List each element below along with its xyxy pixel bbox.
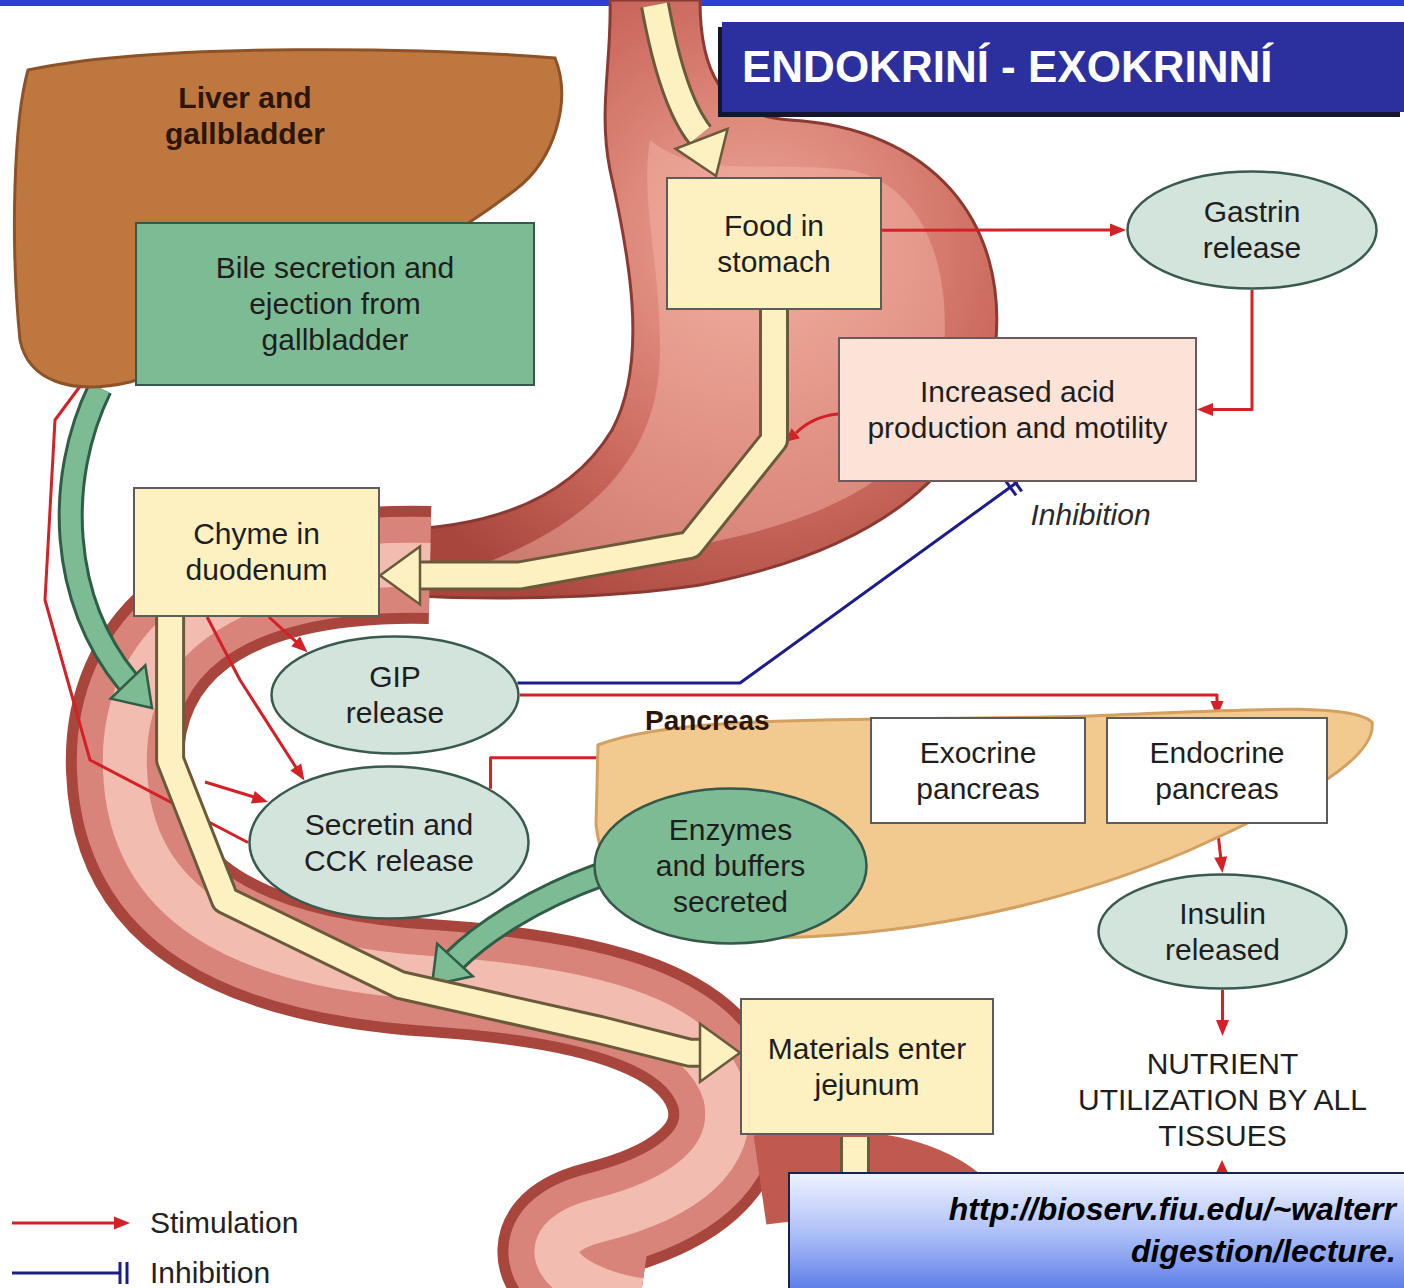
ellipse-shape bbox=[248, 765, 530, 920]
hormone-ellipse: Gastrin release bbox=[1126, 170, 1378, 290]
arrow-head bbox=[291, 637, 307, 653]
bile-flow-outline bbox=[71, 388, 128, 682]
stimulation-path bbox=[1221, 990, 1224, 1022]
legend-stimulation-head bbox=[114, 1217, 130, 1230]
ellipse-shape bbox=[1126, 170, 1378, 290]
ellipse-outline bbox=[272, 637, 519, 754]
node-text: Gastrin release bbox=[1177, 194, 1327, 266]
hormone-ellipse: GIP release bbox=[270, 635, 520, 755]
intestine-body bbox=[125, 565, 728, 1288]
legend-inhibition-line bbox=[12, 1262, 127, 1284]
esophagus-flow-arrow bbox=[655, 5, 700, 135]
legend-text: Inhibition bbox=[150, 1255, 270, 1288]
node-text: NUTRIENT UTILIZATION BY ALL TISSUES bbox=[1070, 1046, 1375, 1154]
node-text: Secretin and CCK release bbox=[289, 807, 489, 879]
stimulation-path bbox=[269, 617, 297, 643]
node-text: Bile secretion and ejection from gallbla… bbox=[211, 250, 459, 358]
esophagus-flow-outline bbox=[655, 5, 700, 135]
caption-box: http://bioserv.fiu.edu/~walterr digestio… bbox=[788, 1172, 1404, 1288]
bile-flow-head bbox=[111, 665, 152, 708]
stimulation-arrow bbox=[1197, 290, 1252, 416]
ellipse-outline bbox=[250, 767, 529, 919]
top-bar bbox=[0, 0, 1404, 6]
edge-label: Inhibition bbox=[1028, 498, 1154, 533]
process-box: Bile secretion and ejection from gallbla… bbox=[135, 222, 535, 386]
outcome-text-box: NUTRIENT UTILIZATION BY ALL TISSUES bbox=[1070, 1036, 1375, 1164]
process-box: Exocrine pancreas bbox=[870, 717, 1086, 824]
stimulation-path bbox=[882, 229, 1112, 232]
node-text: Increased acid production and motility bbox=[850, 374, 1185, 446]
enzyme-flow-head bbox=[432, 944, 473, 985]
arrow-head bbox=[700, 1024, 740, 1082]
arrow-head bbox=[1197, 403, 1213, 416]
arrow-head bbox=[1216, 1020, 1229, 1036]
process-box: Endocrine pancreas bbox=[1106, 717, 1328, 824]
stimulation-arrow bbox=[796, 414, 838, 433]
node-text: Exocrine pancreas bbox=[882, 735, 1074, 807]
ellipse-outline bbox=[1099, 875, 1347, 989]
stimulation-path bbox=[520, 695, 1217, 703]
organ-region: Liver and gallbladderBile secretion and … bbox=[10, 40, 570, 390]
ellipse-shape bbox=[270, 635, 520, 755]
node-text: Food in stomach bbox=[678, 208, 870, 280]
liver-outline bbox=[14, 50, 561, 387]
node-text: Chyme in duodenum bbox=[145, 516, 368, 588]
stimulation-head bbox=[785, 428, 800, 442]
arrow-head bbox=[1214, 856, 1227, 873]
inhibition-path bbox=[518, 482, 1018, 683]
node-text: Insulin released bbox=[1148, 896, 1298, 968]
process-box: Increased acid production and motility bbox=[838, 337, 1197, 482]
stimulation-head bbox=[251, 791, 268, 803]
caption-text: http://bioserv.fiu.edu/~walterr digestio… bbox=[790, 1189, 1404, 1272]
title-banner: ENDOKRINÍ - EXOKRINNÍ bbox=[722, 22, 1404, 112]
hormone-ellipse: Insulin released bbox=[1097, 873, 1348, 990]
arrow-head bbox=[1110, 224, 1126, 237]
node-text: Enzymes and buffers secreted bbox=[646, 812, 816, 920]
hormone-ellipse: Enzymes and buffers secreted bbox=[593, 787, 868, 945]
intestine-lumen bbox=[125, 565, 728, 1288]
region-label: Pancreas bbox=[645, 704, 825, 738]
legend-text: Stimulation bbox=[150, 1205, 298, 1241]
node-text: Endocrine pancreas bbox=[1118, 735, 1316, 807]
stimulation-arrow bbox=[1216, 990, 1229, 1036]
ellipse-outline bbox=[595, 789, 867, 944]
intestine-wall bbox=[125, 565, 728, 1288]
bile-flow-arrow bbox=[71, 388, 128, 682]
arrow-head bbox=[290, 764, 304, 781]
esophagus-flow-head bbox=[676, 129, 728, 176]
inhibition-line bbox=[518, 475, 1022, 683]
hormone-ellipse: Secretin and CCK release bbox=[248, 765, 530, 920]
ellipse-outline bbox=[1128, 172, 1377, 289]
ellipse-shape bbox=[1097, 873, 1348, 990]
node-text: GIP release bbox=[330, 659, 460, 731]
process-box: Chyme in duodenum bbox=[133, 487, 380, 617]
node-text: Materials enter jejunum bbox=[752, 1031, 982, 1103]
stimulation-arrow bbox=[882, 224, 1126, 237]
arrow-head bbox=[380, 546, 420, 604]
stimulation-path bbox=[1211, 290, 1252, 410]
title-text: ENDOKRINÍ - EXOKRINNÍ bbox=[722, 43, 1280, 91]
legend-stimulation-line bbox=[12, 1222, 116, 1225]
stimulation-arrow bbox=[205, 782, 254, 797]
stimulation-arrow bbox=[269, 617, 308, 652]
process-box: Food in stomach bbox=[666, 177, 882, 310]
region-label: Liver and gallbladder bbox=[120, 80, 370, 152]
process-box: Materials enter jejunum bbox=[740, 998, 994, 1135]
